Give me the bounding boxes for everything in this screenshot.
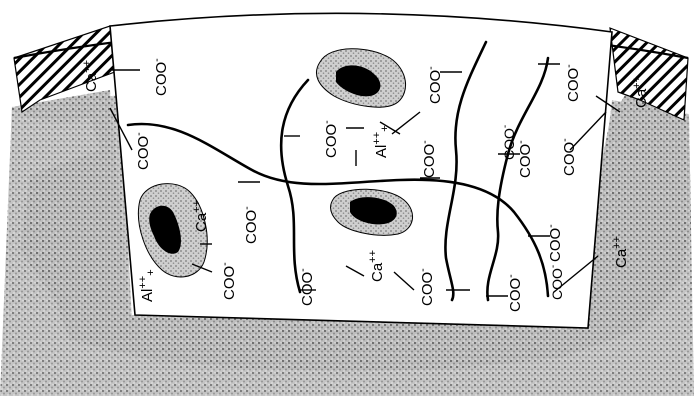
label-coo-16: COO- (548, 265, 565, 300)
label-coo-11: COO- (505, 274, 524, 312)
label-coo-7: COO- (419, 140, 438, 178)
label-coo-4: COO- (219, 262, 238, 300)
label-coo-1: COO- (151, 58, 170, 96)
label-coo-10: COO- (417, 268, 436, 306)
label-coo-8: COO- (515, 140, 534, 178)
label-coo-12: COO- (545, 224, 564, 262)
label-coo-9: COO- (297, 268, 316, 306)
label-coo-6: COO- (425, 66, 444, 104)
label-coo-13: COO- (563, 64, 582, 102)
label-coo-5: COO- (321, 120, 340, 158)
label-coo-14: COO- (559, 138, 578, 176)
label-coo-2: COO- (133, 132, 152, 170)
label-coo-15: COO- (500, 125, 517, 160)
label-coo-3: COO- (241, 206, 260, 244)
